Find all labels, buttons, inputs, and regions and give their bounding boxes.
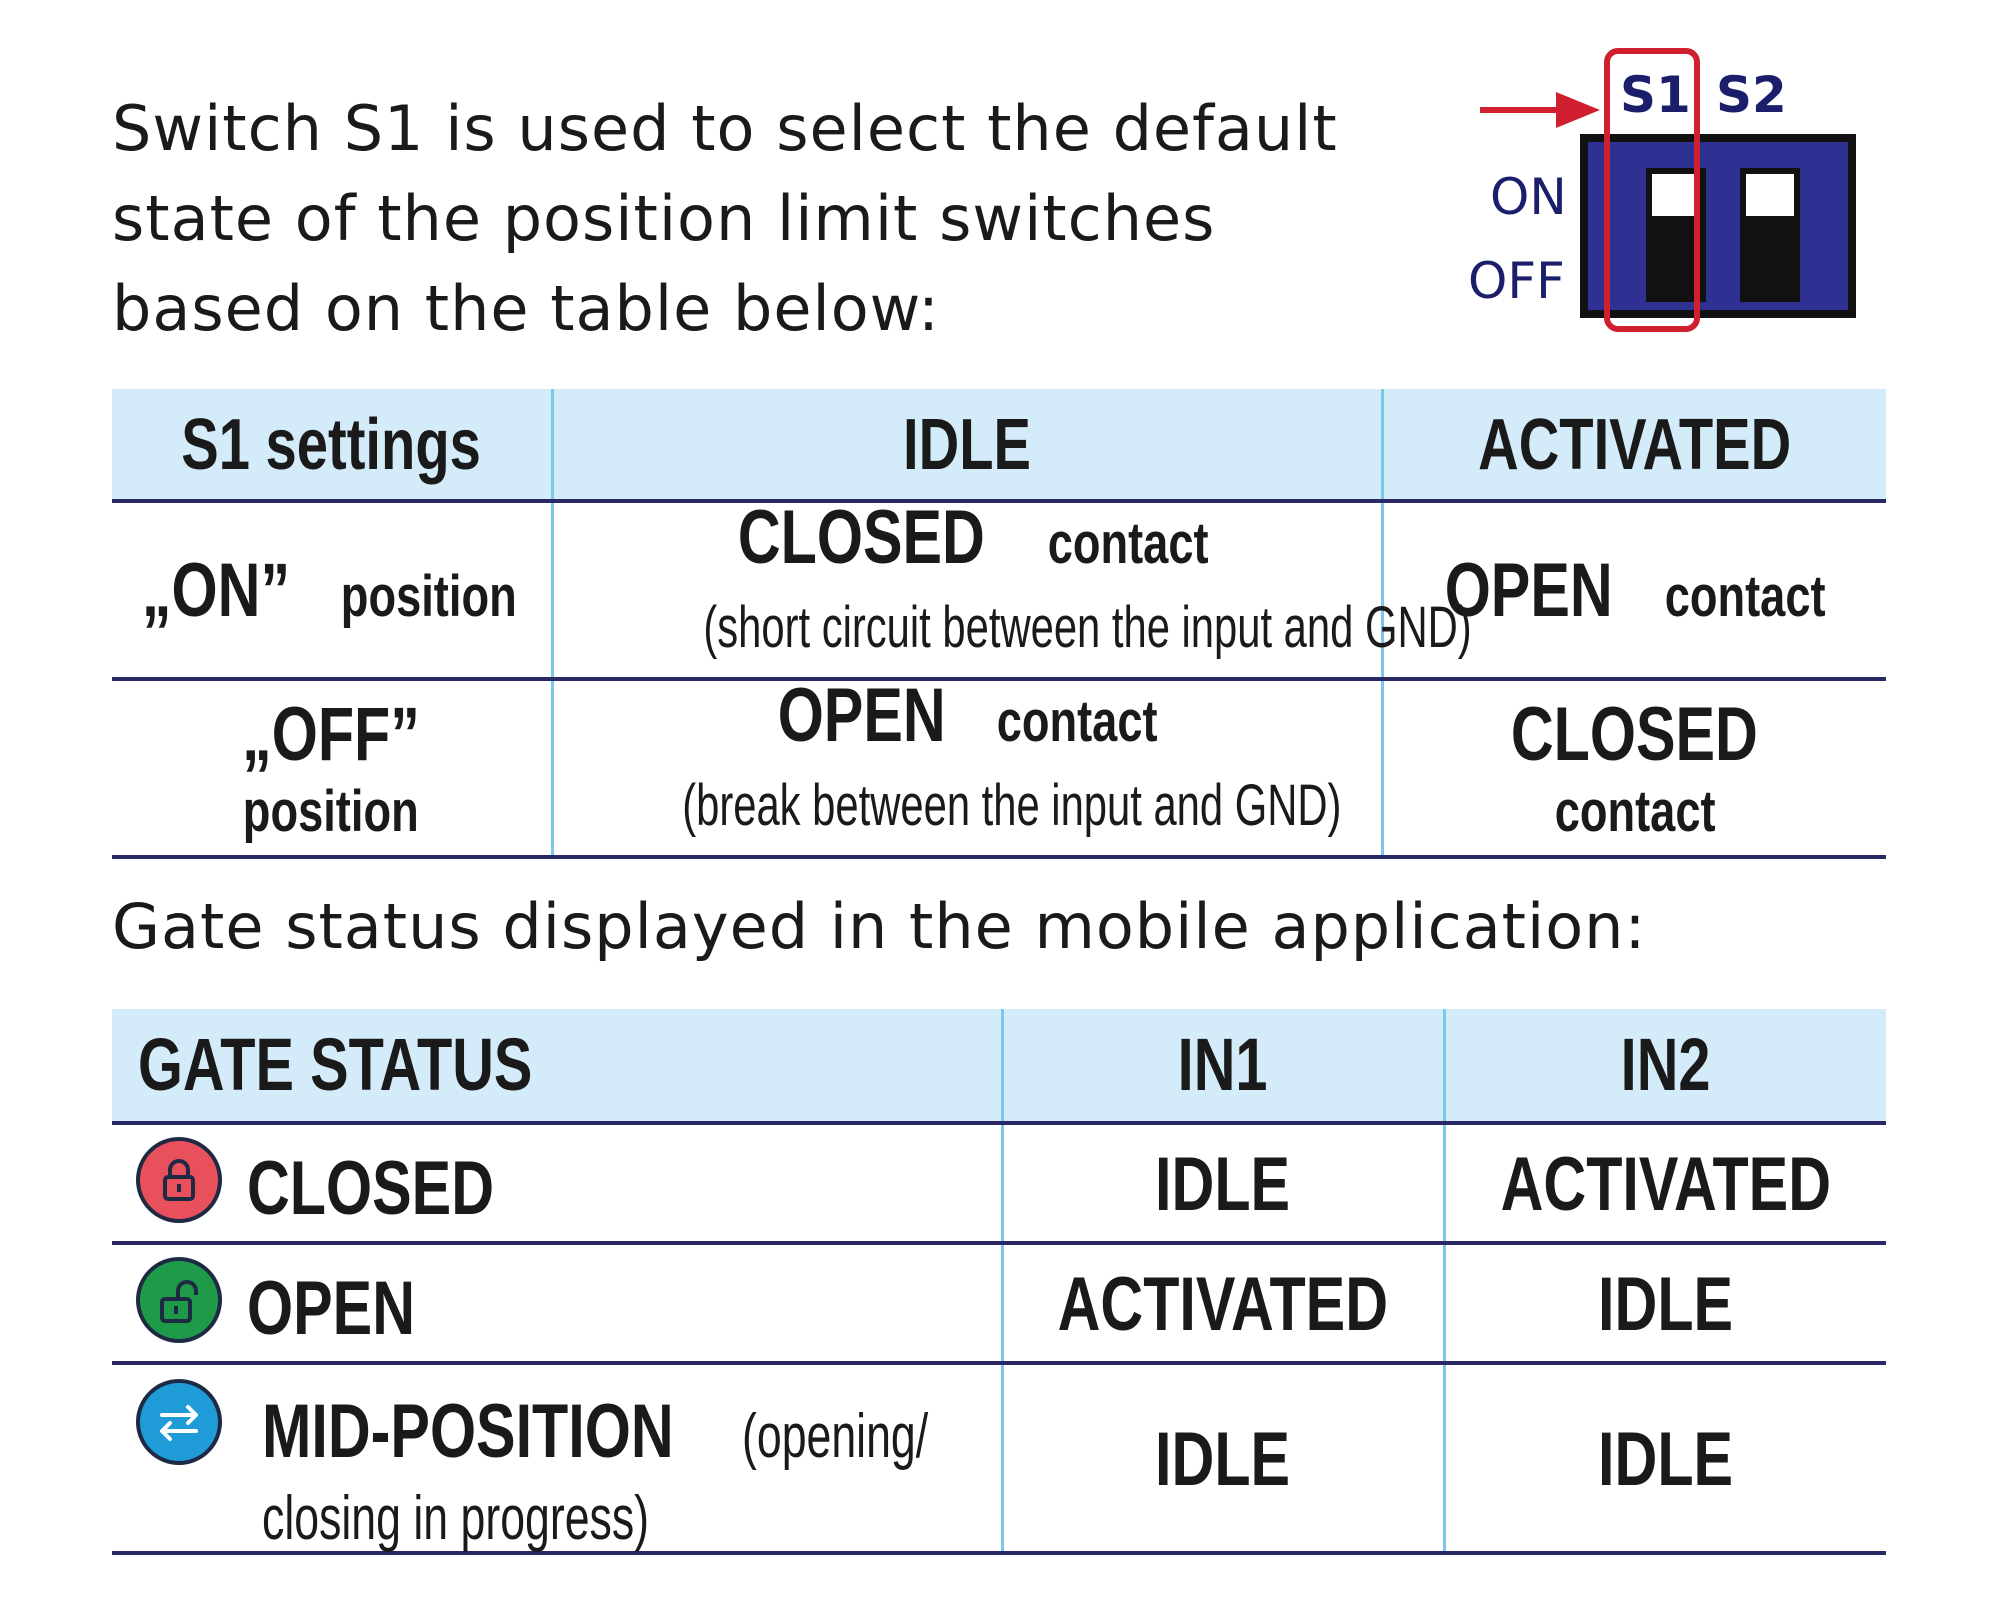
activated-suffix: contact	[1554, 779, 1716, 844]
table-row: „OFF” position OPEN contact (break betwe…	[112, 673, 1886, 859]
off-label: OFF	[1468, 252, 1565, 310]
s1-label: S1	[1620, 66, 1691, 124]
activated-main: CLOSED	[1511, 692, 1759, 777]
s2-label: S2	[1716, 66, 1787, 124]
on-label: ON	[1490, 168, 1567, 226]
dip-switch-diagram: S1 S2 ON OFF	[1460, 40, 1860, 340]
idle-main: OPEN	[777, 673, 946, 758]
idle-note: (break between the input and GND)	[681, 773, 1341, 838]
idle-suffix: contact	[996, 689, 1158, 754]
table-header-row: S1 settings IDLE ACTIVATED	[112, 389, 1886, 503]
header-s1-settings: S1 settings	[112, 389, 552, 503]
in2-cell: ACTIVATED	[1442, 1123, 1886, 1245]
intro-line-3: based on the table below:	[112, 272, 940, 345]
lock-closed-icon	[136, 1137, 222, 1223]
header-activated: ACTIVATED	[1380, 389, 1886, 503]
status-cell: MID-POSITION (opening/ closing in progre…	[112, 1363, 1002, 1555]
activated-suffix: contact	[1664, 563, 1826, 629]
lock-open-icon	[136, 1257, 222, 1343]
switch-s1-knob	[1652, 174, 1700, 216]
status-cell: OPEN	[112, 1243, 1002, 1365]
pointer-arrow-icon	[1480, 92, 1600, 128]
table-header-row: GATE STATUS IN1 IN2	[112, 1009, 1886, 1125]
intro-paragraph: Switch S1 is used to select the default …	[112, 84, 1372, 354]
header-in2: IN2	[1442, 1009, 1886, 1125]
in2-cell: IDLE	[1442, 1243, 1886, 1365]
idle-cell: CLOSED contact (short circuit between th…	[550, 495, 1471, 681]
in1-cell: IDLE	[1000, 1363, 1444, 1555]
status-label-group: MID-POSITION (opening/ closing in progre…	[262, 1393, 1001, 1557]
table-row: OPEN ACTIVATED IDLE	[112, 1243, 1886, 1365]
table-row: „ON” position CLOSED contact (short circ…	[112, 495, 1886, 681]
intro-line-1: Switch S1 is used to select the default	[112, 92, 1338, 165]
in1-cell: IDLE	[1000, 1123, 1444, 1245]
status-note-2: closing in progress)	[262, 1484, 650, 1553]
setting-value: „OFF”	[242, 692, 421, 777]
setting-value: „ON”	[141, 547, 291, 633]
status-cell: CLOSED	[112, 1123, 1002, 1245]
status-note: (opening/	[741, 1402, 929, 1471]
s1-settings-table: S1 settings IDLE ACTIVATED „ON” position…	[112, 389, 1886, 859]
activated-cell: OPEN contact	[1380, 501, 1886, 681]
switch-s2-slot	[1740, 168, 1800, 302]
status-label: MID-POSITION	[262, 1389, 674, 1474]
setting-suffix: position	[243, 779, 420, 844]
arrows-swap-icon	[136, 1379, 222, 1465]
gate-status-heading: Gate status displayed in the mobile appl…	[112, 890, 1647, 963]
status-label: OPEN	[247, 1266, 416, 1351]
setting-cell: „OFF” position	[112, 679, 552, 859]
idle-cell: OPEN contact (break between the input an…	[550, 673, 1382, 859]
gate-status-table: GATE STATUS IN1 IN2 CLOSED IDLE ACTIVATE…	[112, 1009, 1886, 1555]
idle-main: CLOSED	[737, 495, 985, 580]
in1-cell: ACTIVATED	[1000, 1243, 1444, 1365]
idle-suffix: contact	[1047, 511, 1209, 576]
header-in1: IN1	[1000, 1009, 1444, 1125]
intro-line-2: state of the position limit switches	[112, 182, 1216, 255]
table-row: MID-POSITION (opening/ closing in progre…	[112, 1363, 1886, 1555]
setting-suffix: position	[340, 563, 517, 629]
idle-note: (short circuit between the input and GND…	[702, 595, 1472, 660]
status-label: CLOSED	[247, 1146, 495, 1231]
table-row: CLOSED IDLE ACTIVATED	[112, 1123, 1886, 1245]
switch-s2-knob	[1746, 174, 1794, 216]
header-gate-status: GATE STATUS	[112, 1009, 1002, 1125]
s1-highlight-frame	[1604, 48, 1700, 332]
activated-cell: CLOSED contact	[1380, 679, 1886, 859]
activated-main: OPEN	[1445, 547, 1614, 633]
setting-cell: „ON” position	[112, 501, 552, 681]
in2-cell: IDLE	[1442, 1363, 1886, 1555]
header-idle: IDLE	[550, 389, 1382, 503]
